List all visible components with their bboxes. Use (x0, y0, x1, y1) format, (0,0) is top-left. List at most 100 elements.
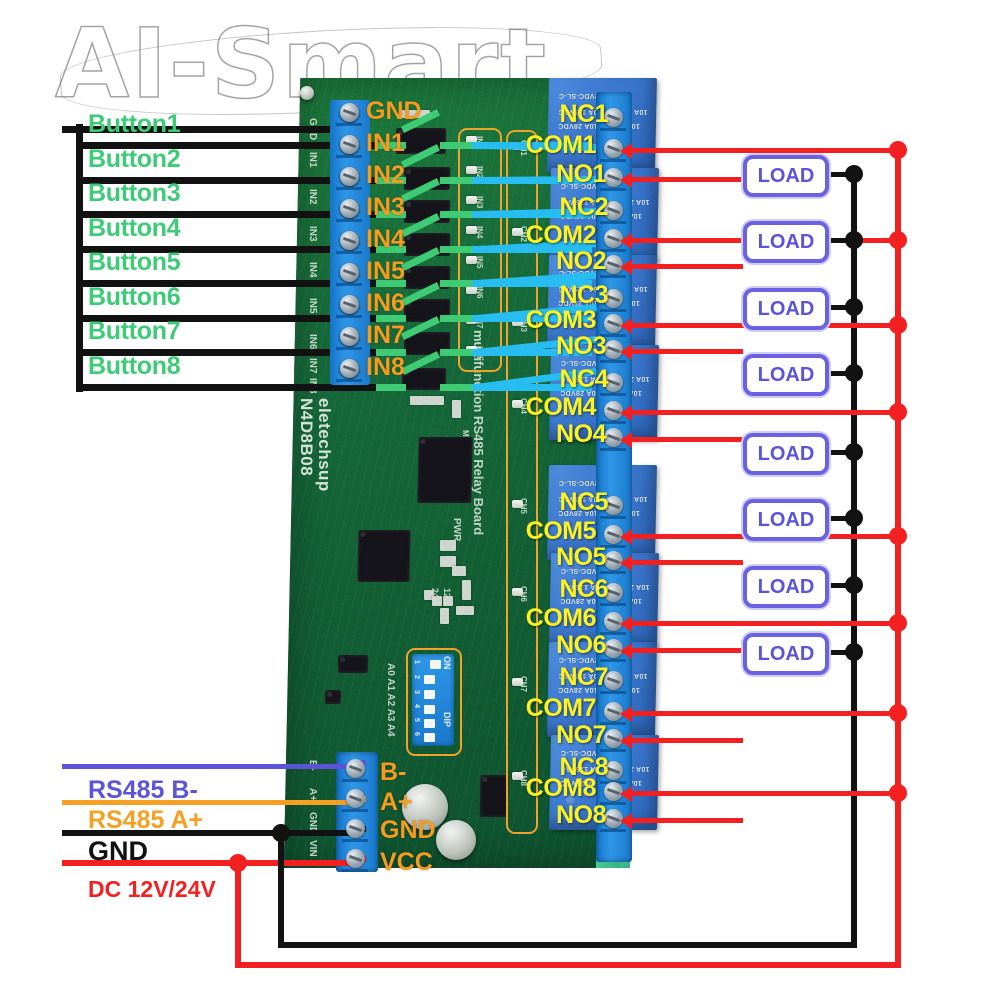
input-screw-in2[interactable] (340, 167, 359, 186)
relay-screw-nc8[interactable] (604, 761, 623, 780)
supply-junction-4 (889, 403, 907, 421)
dip-switch-1[interactable] (430, 660, 441, 669)
relay-screw-com5[interactable] (604, 525, 623, 544)
supply-junction-3 (889, 316, 907, 334)
relay-terminal-label-com1: COM1 (525, 131, 597, 159)
relay-screw-nc5[interactable] (604, 496, 623, 515)
power-screw-3[interactable] (346, 849, 365, 868)
power-screw-2[interactable] (346, 819, 365, 838)
dip-switch-3[interactable] (424, 690, 435, 699)
supply-junction-6 (889, 614, 907, 632)
terminal-label-vcc: VCC (380, 848, 433, 876)
relay-screw-no8[interactable] (604, 809, 623, 828)
relay-screw-nc7[interactable] (604, 671, 623, 690)
relay-slot-no1 (600, 188, 626, 191)
relay-screw-com6[interactable] (604, 612, 623, 631)
power-screw-0[interactable] (346, 759, 365, 778)
led-ch8 (512, 772, 523, 780)
relay-screw-nc4[interactable] (604, 373, 623, 392)
com-arrow-5 (620, 529, 632, 545)
relay-terminal-label-com8: COM8 (525, 774, 597, 802)
relay-screw-com8[interactable] (604, 782, 623, 801)
relay-screw-no1[interactable] (604, 168, 623, 187)
input-screw-in6[interactable] (340, 295, 359, 314)
dip-switch-4[interactable] (424, 705, 435, 714)
button-wire-black-8 (76, 384, 376, 391)
input-screw-in8[interactable] (340, 359, 359, 378)
load-box-2[interactable]: LOAD (743, 221, 829, 263)
input-screw-gnd[interactable] (340, 103, 359, 122)
led-in5 (466, 256, 477, 264)
relay-screw-nc3[interactable] (604, 289, 623, 308)
button-label-8: Button8 (88, 352, 181, 380)
relay-screw-nc6[interactable] (604, 583, 623, 602)
relay-slot-nc6 (600, 603, 626, 606)
dip-switch[interactable] (412, 654, 454, 746)
load-box-6[interactable]: LOAD (743, 499, 829, 541)
load-box-1[interactable]: LOAD (743, 155, 829, 197)
relay-screw-no5[interactable] (604, 551, 623, 570)
load-box-8[interactable]: LOAD (743, 633, 829, 675)
dip-switch-5[interactable] (424, 719, 435, 728)
com-wire-8 (626, 791, 901, 796)
input-screw-in5[interactable] (340, 263, 359, 282)
relay-screw-no6[interactable] (604, 639, 623, 658)
relay-screw-no3[interactable] (604, 340, 623, 359)
dip-switch-2[interactable] (424, 675, 435, 684)
switch-stub-right-4 (440, 246, 476, 253)
relay-screw-no7[interactable] (604, 729, 623, 748)
power-slot-3 (342, 869, 368, 872)
relay-screw-nc2[interactable] (604, 201, 623, 220)
relay-screw-com2[interactable] (604, 229, 623, 248)
input-wire-cyan-7 (472, 349, 592, 356)
capacitor-2 (436, 820, 476, 860)
switch-stub-right-1 (440, 142, 476, 149)
terminal-label-b-minus: B- (380, 758, 407, 786)
button-wire-black-1 (76, 142, 376, 149)
load-box-5[interactable]: LOAD (743, 433, 829, 475)
relay-slot-no7 (600, 749, 626, 752)
rs485-a-wire (62, 800, 362, 805)
load-junction-2 (845, 231, 863, 249)
relay-terminal-label-com3: COM3 (525, 306, 597, 334)
led-in1 (466, 136, 477, 144)
relay-screw-nc1[interactable] (604, 108, 623, 127)
load-box-3[interactable]: LOAD (743, 288, 829, 330)
load-box-4[interactable]: LOAD (743, 354, 829, 396)
button-wire-black-6 (76, 315, 376, 322)
input-wire-cyan-5 (472, 280, 592, 287)
dip-switch-6[interactable] (424, 733, 435, 742)
resistor-array-1 (400, 110, 430, 118)
relay-screw-com3[interactable] (604, 314, 623, 333)
relay-terminal-label-no4: NO4 (556, 420, 606, 448)
power-screw-1[interactable] (346, 789, 365, 808)
led-ch7 (512, 678, 523, 686)
no-arrow-6 (620, 643, 632, 659)
dc-supply-label: DC 12V/24V (88, 876, 216, 902)
switch-stub-right-6 (440, 315, 476, 322)
relay-slot-no2 (600, 275, 626, 278)
switch-stub-left-6 (376, 315, 406, 322)
relay-screw-com4[interactable] (604, 401, 623, 420)
relay-terminal-label-no6: NO6 (556, 631, 606, 659)
input-screw-in4[interactable] (340, 231, 359, 250)
jumper-pad-12v (443, 596, 453, 606)
relay-screw-com1[interactable] (604, 139, 623, 158)
relay-slot-no3 (600, 360, 626, 363)
relay-terminal-label-nc8: NC8 (559, 753, 608, 781)
relay-screw-com7[interactable] (604, 702, 623, 721)
input-screw-in1[interactable] (340, 135, 359, 154)
input-screw-in3[interactable] (340, 199, 359, 218)
silk-vin: VIN (307, 840, 318, 857)
load-box-7[interactable]: LOAD (743, 566, 829, 608)
input-screw-in7[interactable] (340, 327, 359, 346)
relay-screw-no2[interactable] (604, 255, 623, 274)
relay-screw-no4[interactable] (604, 428, 623, 447)
load-junction-7 (845, 576, 863, 594)
button-ground-bus (76, 124, 83, 392)
relay-terminal-label-com7: COM7 (525, 694, 597, 722)
no-arrow-2 (620, 259, 632, 275)
vcc-drop (235, 860, 241, 968)
relay-terminal-label-no7: NO7 (556, 721, 606, 749)
relay-terminal-label-no1: NO1 (556, 160, 606, 188)
